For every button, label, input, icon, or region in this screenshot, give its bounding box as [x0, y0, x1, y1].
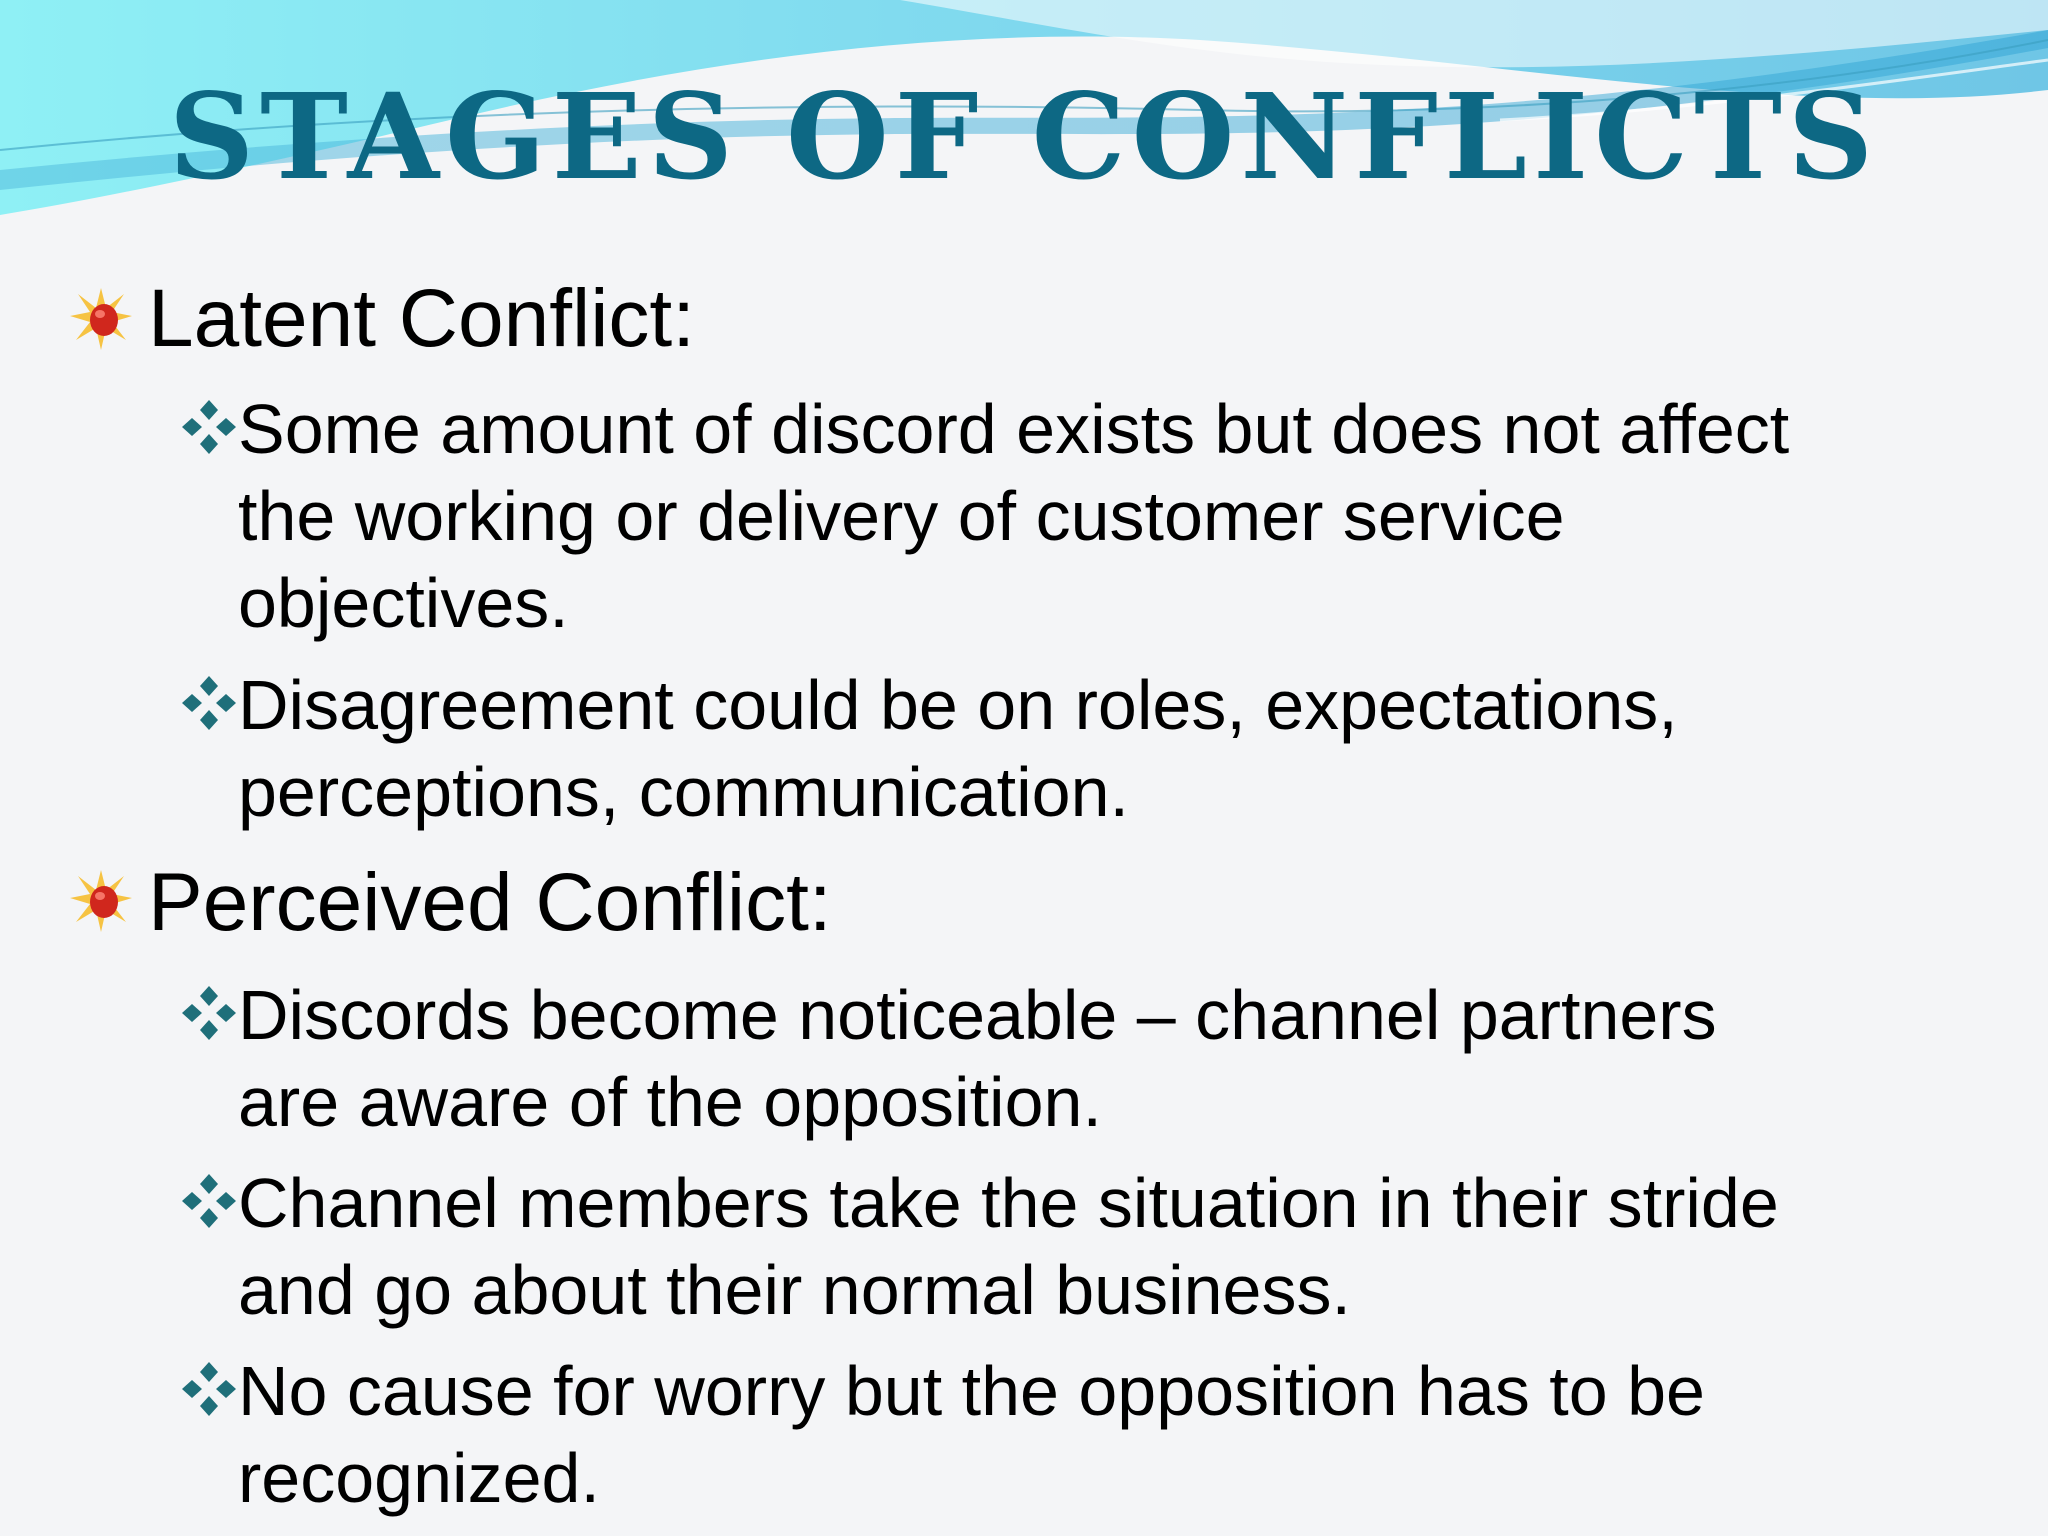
diamond-bullet-icon — [182, 1174, 236, 1228]
header-wave-decoration — [0, 0, 2048, 215]
bullet-line: are aware of the opposition. — [238, 1063, 1102, 1141]
boxing-glove-burst-icon — [70, 870, 132, 932]
bullet-line: the working or delivery of customer serv… — [238, 477, 1565, 555]
bullet-point-text: Discords become noticeable – channel par… — [238, 972, 2028, 1146]
bullet-line: Discords become noticeable – channel par… — [238, 976, 1717, 1054]
bullet-line: Some amount of discord exists but does n… — [238, 390, 1790, 468]
diamond-bullet-icon — [182, 986, 236, 1040]
bullet-line: recognized. — [238, 1439, 600, 1517]
slide-title: Stages of Conflicts — [168, 67, 1880, 206]
bullet-point-text: No cause for worry but the opposition ha… — [238, 1348, 2028, 1522]
bullet-line: Disagreement could be on roles, expectat… — [238, 666, 1678, 744]
bullet-point-text: Disagreement could be on roles, expectat… — [238, 662, 2028, 836]
section-heading-perceived: Perceived Conflict: — [148, 857, 832, 948]
bullet-line: perceptions, communication. — [238, 753, 1129, 831]
diamond-bullet-icon — [182, 400, 236, 454]
bullet-point-text: Some amount of discord exists but does n… — [238, 386, 2028, 647]
section-heading-latent: Latent Conflict: — [148, 273, 695, 364]
bullet-line: Channel members take the situation in th… — [238, 1164, 1779, 1242]
bullet-line: objectives. — [238, 564, 569, 642]
bullet-line: No cause for worry but the opposition ha… — [238, 1352, 1705, 1430]
diamond-bullet-icon — [182, 1362, 236, 1416]
bullet-line: and go about their normal business. — [238, 1251, 1351, 1329]
diamond-bullet-icon — [182, 676, 236, 730]
bullet-point-text: Channel members take the situation in th… — [238, 1160, 2028, 1334]
boxing-glove-burst-icon — [70, 288, 132, 350]
